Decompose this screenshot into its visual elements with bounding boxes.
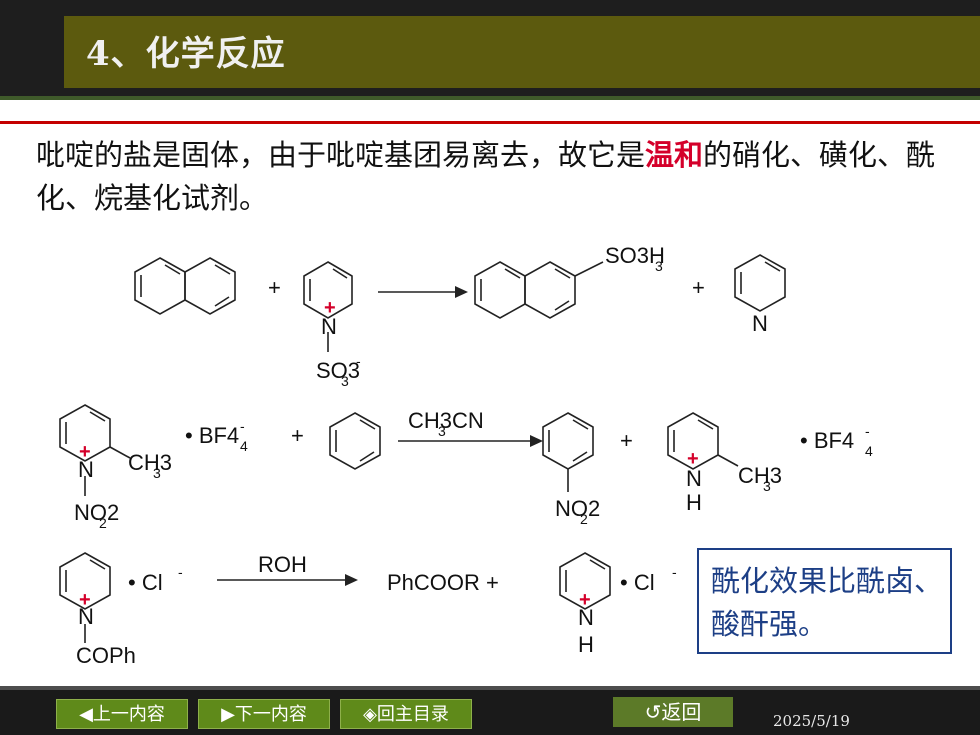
svg-text:3: 3 [153,465,161,481]
ch3-label: CH3 [738,463,782,488]
svg-text:4: 4 [865,443,873,459]
benzene-molecule [329,412,381,470]
naphthalene-molecule [134,257,236,315]
no2-label: NO2 [74,500,119,525]
svg-text:-: - [178,564,183,580]
svg-text:4: 4 [240,438,248,454]
pyridinium-molecule [559,552,611,610]
chloride-label: • Cl [620,570,655,595]
svg-text:+: + [324,297,336,319]
title-panel [64,16,980,88]
date-label: 2025/5/19 [773,712,850,730]
ch3-label: CH3 [128,450,172,475]
svg-text:3: 3 [341,373,349,389]
pyridinium-so3-molecule [303,261,353,352]
reagent-roh: ROH [258,552,307,577]
plus-sign: + [291,423,304,448]
methylpyridinium-molecule [667,412,739,470]
n-atom-label: N [686,466,702,491]
intro-text-2: 的硝化、磺化、酰化、烷基化试剂。 [36,138,936,215]
red-divider [0,121,980,124]
svg-text:-: - [240,418,245,434]
nitrobenzene-molecule [542,412,594,492]
svg-text:+: + [79,441,91,463]
svg-text:3: 3 [438,423,446,439]
benzoylpyridinium-molecule [59,552,111,643]
svg-text:+: + [687,448,699,470]
reagent-ch3cn: CH3CN [408,408,484,433]
naphthalenesulfonic-acid-molecule [474,261,604,319]
h-atom-label: H [578,632,594,657]
intro-paragraph: 吡啶的盐是固体，由于吡啶基团易离去，故它是温和的硝化、磺化、酰化、烷基化试剂。 [36,134,956,220]
reaction-diagrams: + + + + N N SO3 SO3H N CH3 NO2 • BF4 CH3… [59,243,873,668]
svg-text:3: 3 [655,258,663,274]
next-content-button[interactable]: ▶下一内容 [198,699,330,729]
n-atom-label: N [321,314,337,339]
product-phcoor: PhCOOR + [387,570,499,595]
footer-divider [0,686,980,690]
svg-text:2: 2 [99,515,107,531]
n-atom-label: N [78,604,94,629]
plus-sign: + [620,428,633,453]
svg-text:-: - [672,564,677,580]
plus-sign: + [268,275,281,300]
note-text: 酰化效果比酰卤、酸酐强。 [711,564,944,641]
methylpyridinium-nitro-molecule [59,404,131,496]
main-menu-button[interactable]: ◈回主目录 [340,699,472,729]
back-button[interactable]: ↺返回 [613,697,733,727]
chloride-label: • Cl [128,570,163,595]
svg-text:-: - [356,353,361,369]
header-divider [0,96,980,100]
prev-content-button[interactable]: ◀上一内容 [56,699,188,729]
coph-label: COPh [76,643,136,668]
bf4-label: • BF4 [185,423,239,448]
plus-sign: + [692,275,705,300]
bf4-label: • BF4 [800,428,854,453]
h-atom-label: H [686,490,702,515]
intro-text: 吡啶的盐是固体，由于吡啶基团易离去，故它是 [36,138,646,172]
page-title: 4、化学反应 [86,34,286,74]
svg-text:2: 2 [580,511,588,527]
svg-text:-: - [865,423,870,439]
intro-highlight: 温和 [645,138,704,172]
n-atom-label: N [78,457,94,482]
svg-text:+: + [579,589,591,611]
note-box: 酰化效果比酰卤、酸酐强。 [697,548,952,654]
svg-text:+: + [79,589,91,611]
no2-label: NO2 [555,496,600,521]
so3h-label: SO3H [605,243,665,268]
svg-text:3: 3 [763,478,771,494]
n-atom-label: N [752,311,768,336]
n-atom-label: N [578,605,594,630]
pyridine-molecule [734,254,786,312]
so3-label: SO3 [316,358,360,383]
